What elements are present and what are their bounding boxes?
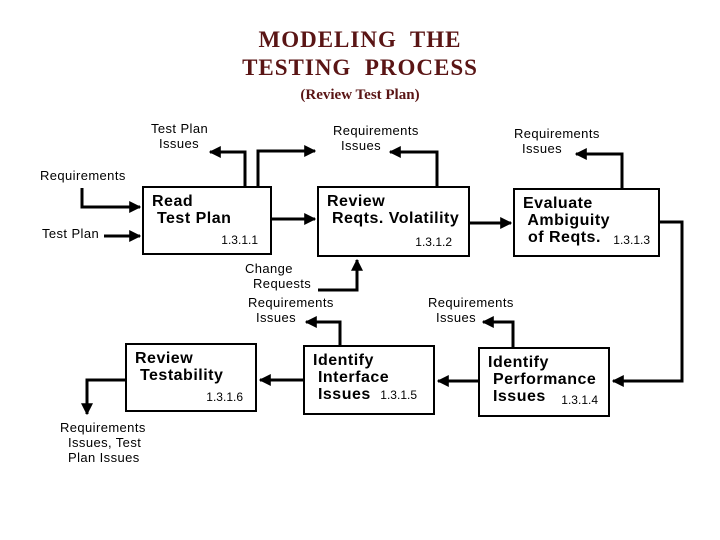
arrow-identify-performance-to-requirements-issues: [481, 316, 515, 347]
process-box-read-test-plan: Read Test Plan 1.3.1.1: [142, 186, 272, 255]
arrow-read-test-plan-to-requirements-issues: [256, 145, 317, 187]
process-box-label: Identify Performance Issues: [488, 354, 597, 405]
label-requirements-issues-top-mid: Requirements Issues: [333, 123, 419, 153]
process-box-review-testability: Review Testability 1.3.1.6: [125, 343, 257, 412]
label-requirements-issues-mid-right: Requirements Issues: [428, 295, 514, 325]
label-test-plan-input: Test Plan: [42, 226, 100, 241]
title-block: MODELING THE TESTING PROCESS (Review Tes…: [0, 26, 720, 106]
arrow-review-testability-output: [81, 378, 125, 416]
process-box-number: 1.3.1.3: [613, 233, 650, 247]
process-box-label: Identify Interface Issues: [313, 352, 390, 403]
process-box-number: 1.3.1.6: [206, 390, 243, 404]
process-box-label: Read Test Plan: [152, 193, 232, 227]
label-requirements-input: Requirements: [40, 168, 126, 183]
label-requirements-issues-top-right: Requirements Issues: [514, 126, 600, 156]
process-box-number: 1.3.1.1: [221, 233, 258, 247]
process-box-identify-interface: Identify Interface Issues 1.3.1.5: [303, 345, 435, 415]
label-output-issues: Requirements Issues, Test Plan Issues: [60, 420, 146, 465]
process-box-number: 1.3.1.4: [561, 393, 598, 407]
arrow-identify-interface-to-requirements-issues: [304, 316, 342, 345]
process-box-identify-performance: Identify Performance Issues 1.3.1.4: [478, 347, 610, 417]
label-change-requests: Change Requests: [245, 261, 312, 291]
process-box-evaluate-ambiguity: Evaluate Ambiguity of Reqts. 1.3.1.3: [513, 188, 660, 257]
page-title-line-2: TESTING PROCESS: [242, 55, 478, 80]
process-box-label: Review Testability: [135, 350, 224, 384]
arrow-change-requests-input: [318, 258, 363, 292]
process-box-number: 1.3.1.2: [415, 235, 452, 249]
arrow-requirements-input: [80, 188, 142, 213]
label-requirements-issues-mid-left: Requirements Issues: [248, 295, 334, 325]
page-title-line-1: MODELING THE: [258, 27, 462, 52]
arrow-review-volatility-to-requirements-issues: [388, 146, 439, 187]
arrow-evaluate-ambiguity-to-requirements-issues: [574, 148, 624, 189]
process-box-label: Review Reqts. Volatility: [327, 193, 460, 227]
process-box-number: 1.3.1.5: [380, 388, 417, 402]
label-test-plan-issues-top: Test Plan Issues: [151, 121, 209, 151]
page-subtitle: (Review Test Plan): [300, 87, 420, 103]
arrow-read-test-plan-to-test-plan-issues: [208, 146, 247, 187]
process-box-review-reqts-volatility: Review Reqts. Volatility 1.3.1.2: [317, 186, 470, 257]
process-box-label: Evaluate Ambiguity of Reqts.: [523, 195, 611, 246]
